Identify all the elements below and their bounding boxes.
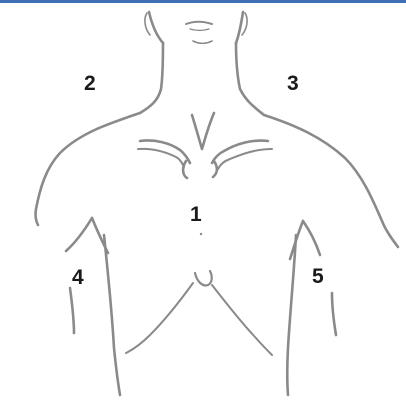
chin-mark bbox=[193, 41, 212, 43]
region-label-3: 3 bbox=[287, 73, 299, 94]
region-label-4: 4 bbox=[72, 267, 84, 288]
region-label-5: 5 bbox=[312, 266, 324, 287]
left-clavicle-end bbox=[183, 161, 187, 178]
left-axilla-curve bbox=[66, 218, 92, 251]
right-clavicle-upper bbox=[212, 141, 268, 163]
right-clavicle-end bbox=[213, 161, 217, 177]
mouth-lower bbox=[190, 29, 209, 31]
neck-right-line bbox=[236, 43, 264, 115]
navel bbox=[195, 271, 212, 285]
left-arm-inner bbox=[70, 288, 74, 333]
right-shoulder-outline bbox=[264, 115, 398, 247]
right-side-line bbox=[287, 235, 296, 395]
neck-left-line bbox=[140, 43, 163, 113]
right-axilla-curve bbox=[303, 221, 320, 255]
center-point bbox=[200, 233, 202, 235]
left-lower-abdomen bbox=[126, 283, 193, 353]
left-side-line bbox=[104, 235, 120, 395]
left-clavicle-lower bbox=[138, 149, 184, 167]
region-label-1: 1 bbox=[190, 204, 202, 225]
sternal-notch bbox=[192, 113, 214, 149]
left-shoulder-outline bbox=[36, 113, 140, 225]
right-clavicle-lower bbox=[218, 149, 272, 169]
right-jaw-line bbox=[236, 12, 243, 43]
region-label-2: 2 bbox=[84, 73, 96, 94]
torso-drawing bbox=[0, 3, 406, 400]
right-lower-abdomen bbox=[212, 285, 272, 355]
left-jaw-line bbox=[149, 12, 163, 43]
right-arm-inner bbox=[332, 293, 336, 335]
mouth bbox=[186, 22, 212, 24]
